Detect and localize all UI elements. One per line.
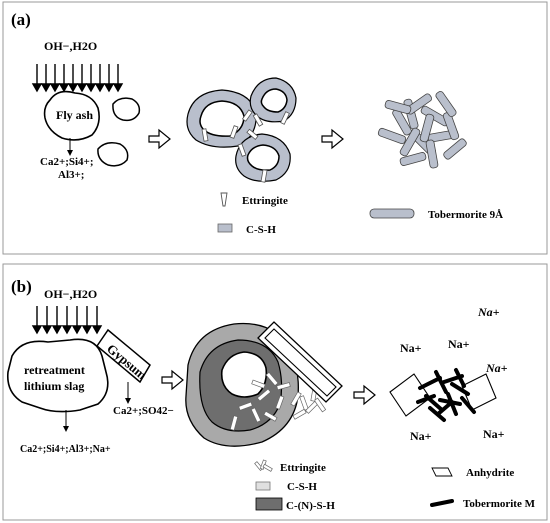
panel-b: (b) OH−,H2O retreatment lithium slag Gyp… bbox=[2, 263, 548, 521]
na-ion-label: Na+ bbox=[485, 361, 508, 375]
na-ion-label: Na+ bbox=[477, 305, 500, 319]
ca-so4-label: Ca2+;SO42− bbox=[113, 405, 174, 417]
particle bbox=[112, 97, 141, 122]
panel-a-ions-line2: Al3+; bbox=[58, 169, 84, 181]
ettringite-legend-icon bbox=[254, 459, 273, 472]
particle bbox=[97, 142, 129, 167]
na-ion-label: Na+ bbox=[483, 427, 505, 441]
legend-cnsh-label: C-(N)-S-H bbox=[286, 500, 335, 512]
fly-ash-particle bbox=[43, 90, 100, 141]
panel-a-reagents: OH−,H2O bbox=[44, 39, 97, 53]
panel-a-downward-arrows bbox=[31, 64, 124, 93]
panel-b-downward-arrows bbox=[31, 306, 103, 335]
panel-b-ions: Ca2+;Si4+;Al3+;Na+ bbox=[20, 444, 111, 455]
release-arrowhead bbox=[63, 426, 69, 432]
ettringite-needles bbox=[229, 371, 327, 431]
anhydrite-crystal bbox=[461, 373, 497, 411]
slag-label-line1: retreatment bbox=[24, 363, 85, 377]
cnsh-legend-icon bbox=[255, 497, 283, 511]
na-ion-label: Na+ bbox=[400, 341, 422, 355]
process-arrow bbox=[161, 369, 184, 391]
product-cluster: Na+ Na+ Na+ Na+ Na+ Na+ bbox=[389, 305, 508, 443]
na-ion-label: Na+ bbox=[448, 337, 470, 351]
anhydrite-crystal-outline bbox=[257, 321, 343, 403]
cnsh-coated-particle bbox=[185, 322, 299, 447]
na-ion-label: Na+ bbox=[410, 429, 432, 443]
panel-a-legend: Ettringite C-S-H Tobermorite 9Å bbox=[217, 192, 503, 236]
legend-ettringite-label: Ettringite bbox=[280, 462, 326, 474]
legend-csh-label: C-S-H bbox=[287, 481, 317, 493]
panel-b-reagents: OH−,H2O bbox=[44, 287, 97, 301]
process-arrow bbox=[148, 128, 171, 150]
ettringite-legend-icon bbox=[220, 192, 228, 207]
process-arrow bbox=[321, 128, 344, 150]
legend-ettringite-label: Ettringite bbox=[242, 195, 288, 207]
tobermorite-m-needles bbox=[416, 368, 476, 422]
panel-b-label: (b) bbox=[11, 277, 32, 296]
panel-a-label: (a) bbox=[11, 10, 31, 29]
process-arrow bbox=[353, 384, 376, 406]
tobermorite-legend-icon bbox=[369, 208, 415, 219]
legend-csh-label: C-S-H bbox=[246, 224, 276, 236]
fly-ash-label: Fly ash bbox=[56, 108, 93, 122]
panel-a-ions-line1: Ca2+;Si4+; bbox=[40, 156, 93, 168]
legend-tobermorite-label: Tobermorite 9Å bbox=[428, 209, 503, 221]
tobermorite-m-legend-icon bbox=[430, 499, 454, 507]
anhydrite-legend-icon bbox=[431, 467, 453, 477]
legend-anhydrite-label: Anhydrite bbox=[466, 467, 514, 479]
legend-tobermorite-m-label: Tobermorite M bbox=[463, 498, 536, 510]
gypsum-crystal bbox=[95, 328, 151, 384]
csh-legend-icon bbox=[217, 223, 233, 233]
csh-legend-icon bbox=[255, 481, 271, 491]
lithium-slag-particle bbox=[6, 338, 109, 413]
panel-a: (a) OH−,H2O Fly ash Ca2+;Si4+; Al3+; bbox=[2, 1, 548, 255]
slag-label-line2: lithium slag bbox=[24, 379, 84, 393]
ettringite-needles bbox=[201, 109, 290, 183]
release-arrowhead bbox=[125, 398, 131, 404]
panel-b-legend: Ettringite C-S-H C-(N)-S-H Anhydrite Tob… bbox=[254, 459, 536, 512]
tobermorite-9a-cluster bbox=[377, 91, 467, 169]
release-arrowhead bbox=[67, 150, 73, 156]
csh-coated-particles bbox=[186, 77, 297, 182]
